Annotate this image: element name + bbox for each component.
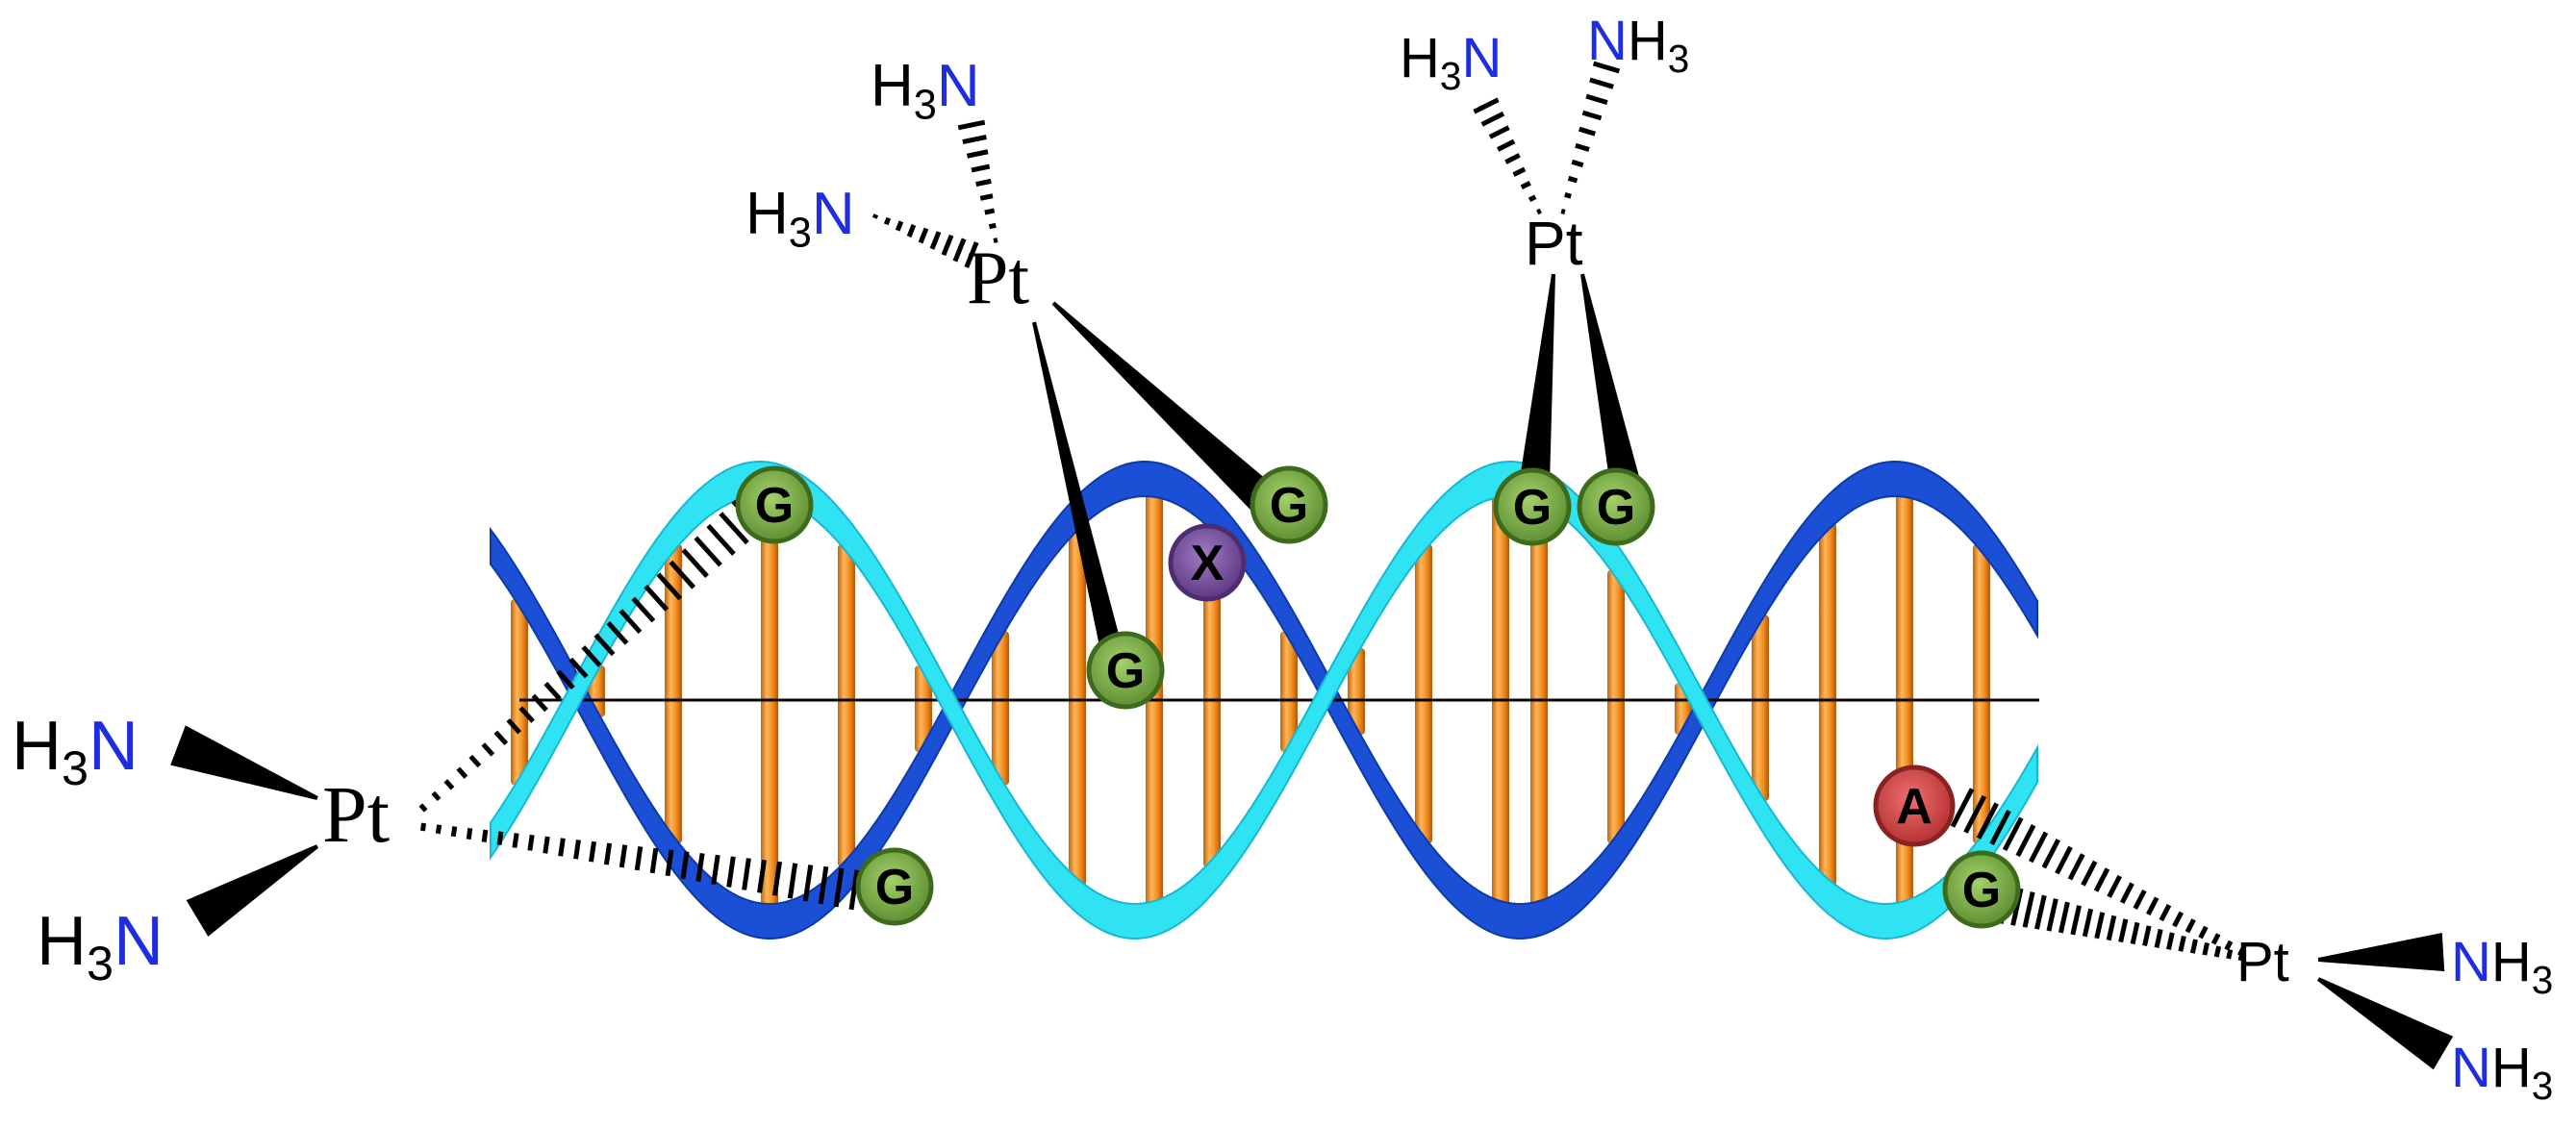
solid-wedge-bond: [1051, 301, 1282, 518]
ligand-hydrogen: H: [871, 53, 914, 119]
guanine-base: G: [735, 465, 814, 544]
ligand-subscript: 3: [2532, 958, 2554, 1002]
ammine-ligand-label: H3N: [12, 708, 139, 795]
dna-strand-dark: [490, 461, 2038, 940]
ligand-hydrogen: H: [2491, 1037, 2532, 1099]
x-site-label: X: [1191, 536, 1225, 591]
guanine-base: G: [1577, 467, 1655, 546]
ammine-ligand-label: NH3: [2451, 1037, 2553, 1108]
ligand-hydrogen: H: [745, 181, 789, 247]
hashed-wedge-bond: [1473, 97, 1542, 215]
base-pair-rung: [665, 543, 682, 844]
guanine-base-label: G: [1962, 863, 2001, 918]
platinum-atom-label: Pt: [322, 770, 390, 860]
ligand-nitrogen: N: [2451, 931, 2491, 993]
base-pair-rung: [1530, 494, 1548, 910]
guanine-base-label: G: [1513, 480, 1552, 536]
guanine-base-label: G: [1106, 643, 1145, 699]
base-pair-rung: [1069, 522, 1086, 887]
solid-wedge-bond: [186, 844, 319, 937]
base-pair-rung: [1819, 522, 1836, 887]
dna-strand-light: [490, 461, 2038, 940]
base-pair-rung: [1973, 543, 1990, 844]
ligand-nitrogen: N: [1587, 10, 1628, 72]
platinum-atom-label: Pt: [967, 236, 1029, 319]
hashed-wedge-bond: [1560, 61, 1621, 214]
hashed-wedge-bond: [1950, 788, 2246, 957]
base-pair-rung: [992, 631, 1009, 786]
solid-wedge-bond: [1580, 273, 1641, 489]
base-pair-rung: [915, 664, 932, 752]
hashed-wedge-bond: [871, 213, 979, 268]
ligand-nitrogen: N: [88, 708, 139, 785]
base-pair-rung: [1348, 648, 1365, 736]
ligand-nitrogen: N: [114, 903, 164, 980]
ammine-ligand-label: H3N: [1400, 27, 1502, 98]
base-pair-rung: [838, 543, 855, 867]
solid-wedge-bond: [170, 725, 318, 800]
adenine-base: A: [1873, 765, 1956, 847]
base-pair-rung: [511, 599, 528, 786]
guanine-base-label: G: [1597, 480, 1635, 536]
ligand-nitrogen: N: [2451, 1037, 2491, 1099]
guanine-base: G: [1942, 850, 2021, 929]
base-pair-rung: [1415, 543, 1432, 844]
base-pair-rung: [1203, 522, 1221, 867]
base-pair-rung: [1752, 614, 1769, 801]
ligand-subscript: 3: [1440, 54, 1462, 98]
ligand-hydrogen: H: [1400, 27, 1440, 89]
ligand-subscript: 3: [914, 83, 937, 129]
ligand-subscript: 3: [87, 936, 114, 990]
ammine-ligand-label: NH3: [2451, 931, 2553, 1002]
ligand-nitrogen: N: [937, 53, 980, 119]
guanine-base-label: G: [875, 860, 914, 915]
platinum-bonds: [170, 61, 2454, 1070]
hashed-wedge-bond: [957, 119, 998, 243]
ammine-ligand-label: NH3: [1587, 10, 1689, 81]
ligand-subscript: 3: [789, 211, 812, 257]
ligand-hydrogen: H: [1628, 10, 1668, 72]
solid-wedge-bond: [1519, 273, 1555, 488]
solid-wedge-bond: [2317, 933, 2445, 971]
guanine-base: G: [1250, 465, 1328, 544]
platinum-atom-label: Pt: [2236, 931, 2289, 993]
ammine-ligand-label: H3N: [37, 903, 164, 990]
ligand-hydrogen: H: [37, 903, 87, 980]
ligand-hydrogen: H: [12, 708, 62, 785]
ligand-subscript: 3: [62, 740, 88, 795]
ammine-ligand-label: H3N: [871, 53, 980, 129]
guanine-base: G: [1493, 467, 1572, 546]
ligand-subscript: 3: [1668, 37, 1690, 81]
guanine-base: G: [1086, 631, 1165, 710]
ligand-nitrogen: N: [812, 181, 855, 247]
platinum-atom-label: Pt: [1525, 209, 1583, 278]
solid-wedge-bond: [2316, 977, 2454, 1070]
guanine-base-label: G: [1270, 478, 1308, 534]
guanine-base: G: [855, 847, 934, 926]
ligand-hydrogen: H: [2491, 931, 2532, 993]
base-pair-rung: [1280, 631, 1298, 752]
x-site-base: X: [1168, 523, 1247, 602]
ligand-nitrogen: N: [1461, 27, 1502, 89]
ammine-ligand-label: H3N: [745, 181, 855, 257]
solid-wedge-bond: [1032, 321, 1127, 671]
ligand-subscript: 3: [2532, 1064, 2554, 1108]
base-pair-rung: [1607, 569, 1625, 844]
guanine-base-label: G: [755, 478, 794, 534]
adenine-label: A: [1896, 779, 1932, 835]
dna-front-strand: [490, 461, 2038, 940]
